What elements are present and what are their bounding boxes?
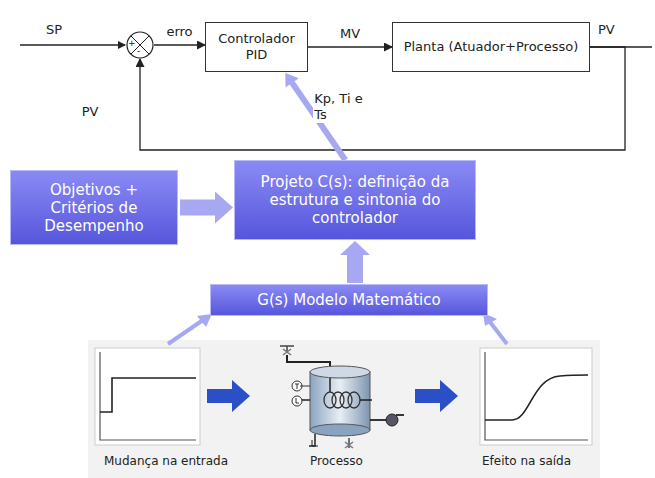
model-box: G(s) Modelo Matemático: [210, 284, 488, 316]
response-chart: [480, 348, 592, 445]
node-text: Projeto C(s): definição da estrutura e s…: [243, 173, 467, 227]
connector: [180, 192, 233, 224]
summing-junction: +-: [126, 31, 154, 59]
illustration-caption: Efeito na saída: [482, 454, 571, 468]
illustration-ground: [88, 340, 600, 478]
sign-mark: +: [128, 38, 136, 48]
process-tank: [280, 346, 404, 448]
edge-label: MV: [339, 26, 361, 42]
node-text: Objetivos + Critérios de Desempenho: [19, 181, 169, 235]
edge-label: PV: [81, 104, 100, 120]
node-text: Controlador PID: [212, 31, 301, 63]
edge-label: erro: [165, 24, 193, 40]
connector: [308, 46, 392, 47]
flow-arrow: [415, 380, 458, 412]
setpoint-wire: [20, 44, 125, 45]
node-text: G(s) Modelo Matemático: [257, 291, 440, 309]
controller-box: Controlador PID: [205, 22, 308, 72]
edge-label: Kp, Ti e Ts: [313, 91, 377, 123]
illustration-caption: Processo: [310, 454, 363, 468]
design-box: Projeto C(s): definição da estrutura e s…: [234, 160, 476, 240]
flow-arrow: [207, 380, 250, 412]
sign-mark: -: [137, 46, 140, 56]
model-arrow: [490, 322, 507, 344]
connector: [154, 44, 205, 45]
signal-name: SP: [46, 22, 62, 38]
plant-box: Planta (Atuador+Processo): [392, 22, 590, 72]
illustration-caption: Mudança na entrada: [104, 454, 228, 468]
objectives-box: Objetivos + Critérios de Desempenho: [10, 170, 178, 245]
step-chart: [95, 348, 200, 445]
signal-name: PV: [598, 22, 615, 38]
connector: [340, 241, 370, 283]
model-arrow: [168, 320, 203, 344]
node-text: Planta (Atuador+Processo): [404, 39, 579, 55]
